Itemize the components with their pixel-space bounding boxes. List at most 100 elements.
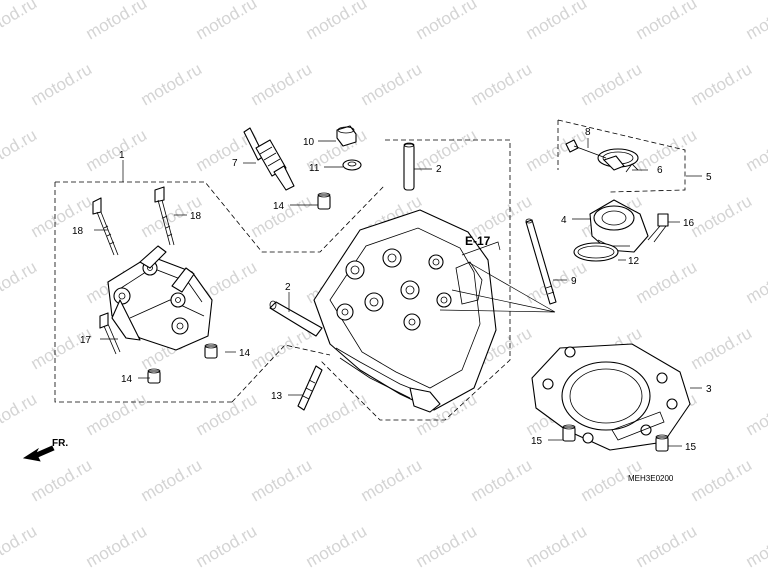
callout-2-upper: 2 xyxy=(436,164,442,175)
stud-bolt-9 xyxy=(525,218,557,305)
watermark-text: motod.ru xyxy=(688,191,756,241)
washer xyxy=(342,159,362,171)
bolt-18-right xyxy=(154,186,175,246)
watermark-text: motod.ru xyxy=(193,389,261,439)
spark-plug xyxy=(243,127,295,191)
watermark-text: motod.ru xyxy=(0,389,40,439)
watermark-text: motod.ru xyxy=(523,521,591,571)
callout-14-top: 14 xyxy=(273,201,285,212)
watermark-text: motod.ru xyxy=(743,0,768,43)
watermark-text: motod.ru xyxy=(28,455,96,505)
watermark-text: motod.ru xyxy=(523,257,591,307)
callout-1: 1 xyxy=(119,150,125,161)
watermark-text: motod.ru xyxy=(633,0,701,43)
watermark-text: motod.ru xyxy=(358,59,426,109)
watermark-text: motod.ru xyxy=(303,389,371,439)
watermark-text: motod.ru xyxy=(688,323,756,373)
stud-bolt-13 xyxy=(297,365,323,411)
callout-13: 13 xyxy=(271,391,283,402)
watermark-text: motod.ru xyxy=(193,521,261,571)
dowel-pin-15-left xyxy=(562,424,576,442)
dowel-pin-14-c xyxy=(317,192,331,210)
callout-10: 10 xyxy=(303,137,315,148)
watermark-text: motod.ru xyxy=(743,125,768,175)
insulator-band xyxy=(597,148,639,173)
watermark-text: motod.ru xyxy=(688,455,756,505)
watermark-text: motod.ru xyxy=(83,521,151,571)
watermark-text: motod.ru xyxy=(743,257,768,307)
callout-7: 7 xyxy=(232,158,238,169)
watermark-text: motod.ru xyxy=(193,0,261,43)
bolt-16 xyxy=(647,213,669,243)
callout-3: 3 xyxy=(706,384,712,395)
watermark-text: motod.ru xyxy=(413,0,481,43)
watermark-text: motod.ru xyxy=(303,0,371,43)
watermark-text: motod.ru xyxy=(413,521,481,571)
callout-9: 9 xyxy=(571,276,577,287)
watermark-text: motod.ru xyxy=(138,455,206,505)
rocker-arm-holder xyxy=(107,245,213,351)
bolt-18-left xyxy=(92,197,119,256)
watermark-text: motod.ru xyxy=(523,0,591,43)
watermark-text: motod.ru xyxy=(743,521,768,571)
callout-15-right: 15 xyxy=(685,442,697,453)
dowel-pin-15-right xyxy=(655,434,669,452)
watermark-text: motod.ru xyxy=(0,257,40,307)
watermark-text: motod.ru xyxy=(28,191,96,241)
dowel-pin-14-b xyxy=(147,368,161,384)
callout-6: 6 xyxy=(657,165,663,176)
watermark-text: motod.ru xyxy=(633,521,701,571)
cylinder-head-gasket xyxy=(531,343,691,451)
watermark-text: motod.ru xyxy=(83,389,151,439)
watermark-text: motod.ru xyxy=(248,191,316,241)
watermark-text: motod.ru xyxy=(468,455,536,505)
cylinder-head-outline xyxy=(319,139,511,421)
callout-18-right: 18 xyxy=(190,211,202,222)
callout-4: 4 xyxy=(561,215,567,226)
front-direction-arrow: FR. xyxy=(22,438,68,462)
callout-15-left: 15 xyxy=(531,436,543,447)
leader-lines xyxy=(94,138,702,447)
watermark-text: motod.ru xyxy=(0,125,40,175)
watermark-text: motod.ru xyxy=(0,521,40,571)
callout-5: 5 xyxy=(706,172,712,183)
watermark-text: motod.ru xyxy=(523,125,591,175)
band-screw xyxy=(565,139,607,159)
watermark-text: motod.ru xyxy=(248,59,316,109)
cylinder-head xyxy=(313,209,497,413)
callout-14-right: 14 xyxy=(239,348,251,359)
watermark-text: motod.ru xyxy=(633,125,701,175)
watermark-text: motod.ru xyxy=(28,59,96,109)
watermark-text: motod.ru xyxy=(743,389,768,439)
watermark-text: motod.ru xyxy=(303,521,371,571)
callout-2-left: 2 xyxy=(285,282,291,293)
watermark-text: motod.ru xyxy=(248,455,316,505)
diagram-code: MEH3E0200 xyxy=(628,474,674,483)
watermark-text: motod.ru xyxy=(358,455,426,505)
callout-16: 16 xyxy=(683,218,695,229)
callout-8: 8 xyxy=(585,127,591,138)
callout-18-left: 18 xyxy=(72,226,84,237)
callout-labels: 1 2 2 3 4 5 6 7 8 9 10 11 12 13 14 14 14… xyxy=(72,127,712,453)
watermark-text: motod.ru xyxy=(28,323,96,373)
group-1-outline xyxy=(54,181,386,403)
watermark-text: motod.ru xyxy=(688,59,756,109)
group-5-outline xyxy=(557,119,686,193)
direction-label: FR. xyxy=(52,438,68,449)
watermark-text: motod.ru xyxy=(83,0,151,43)
bolt-17 xyxy=(99,312,121,355)
dowel-pin-14-a xyxy=(204,343,218,359)
watermark-text: motod.ru xyxy=(0,0,40,43)
callout-12: 12 xyxy=(628,256,640,267)
stud-bolt-upper xyxy=(403,142,415,191)
section-reference: E-17 xyxy=(465,234,491,248)
watermark-text: motod.ru xyxy=(633,257,701,307)
watermark-text: motod.ru xyxy=(578,59,646,109)
watermark-text: motod.ru xyxy=(413,125,481,175)
cap-nut xyxy=(336,125,357,147)
o-ring xyxy=(573,242,619,262)
callout-11: 11 xyxy=(309,163,320,174)
callout-14-bottom: 14 xyxy=(121,374,133,385)
callout-17: 17 xyxy=(80,335,92,346)
